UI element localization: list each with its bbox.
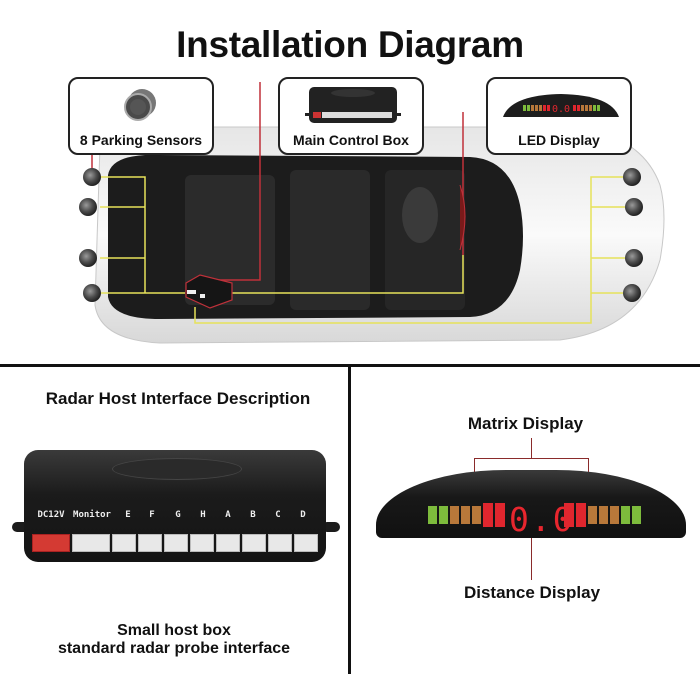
matrix-display-label: Matrix Display bbox=[467, 414, 584, 433]
mounting-ear-right bbox=[322, 522, 340, 532]
horizontal-divider bbox=[0, 364, 700, 367]
callout-parking-sensors: 8 Parking Sensors bbox=[68, 77, 214, 155]
port-g bbox=[164, 534, 188, 552]
callout-label: 8 Parking Sensors bbox=[79, 132, 203, 148]
host-box-caption-line1: Small host box bbox=[117, 622, 231, 639]
distance-value: 0.0 bbox=[509, 500, 575, 539]
matrix-leader-stem bbox=[531, 438, 532, 458]
host-box-top-vent bbox=[112, 458, 242, 480]
callout-led-display: 0.0 LED Display bbox=[486, 77, 632, 155]
port-dc12v bbox=[32, 534, 70, 552]
distance-display-label: Distance Display bbox=[463, 583, 601, 602]
matrix-leader-bar bbox=[474, 458, 589, 459]
port-label-h: H bbox=[200, 510, 206, 520]
led-left-7 bbox=[495, 503, 505, 527]
control-box-icon bbox=[305, 87, 401, 123]
display-body bbox=[376, 470, 686, 538]
led-left-2 bbox=[439, 506, 448, 524]
port-d bbox=[294, 534, 318, 552]
port-f bbox=[138, 534, 162, 552]
car-installation-diagram: 8 Parking Sensors Main Control Box 0.0 bbox=[0, 75, 700, 350]
port-c bbox=[268, 534, 292, 552]
distance-leader bbox=[531, 530, 532, 580]
port-label-dc12v: DC12V bbox=[37, 510, 65, 520]
radar-host-box: DC12V Monitor E F G H A B C D bbox=[10, 450, 340, 562]
port-label-a: A bbox=[225, 510, 231, 520]
callout-label: LED Display bbox=[518, 132, 600, 148]
port-a bbox=[216, 534, 240, 552]
led-left-1 bbox=[428, 506, 437, 524]
port-label-monitor: Monitor bbox=[73, 510, 111, 520]
port-monitor bbox=[72, 534, 110, 552]
port-label-d: D bbox=[300, 510, 306, 520]
mounting-ear-left bbox=[12, 522, 30, 532]
svg-text:0.0: 0.0 bbox=[552, 104, 570, 115]
radar-host-heading: Radar Host Interface Description bbox=[45, 389, 311, 408]
port-e bbox=[112, 534, 136, 552]
vertical-divider bbox=[348, 366, 351, 674]
port-b bbox=[242, 534, 266, 552]
host-box-caption-line2: standard radar probe interface bbox=[57, 640, 291, 657]
port-label-c: C bbox=[275, 510, 281, 520]
port-label-f: F bbox=[149, 510, 155, 520]
callout-label: Main Control Box bbox=[293, 132, 409, 148]
car-top-view-illustration bbox=[79, 82, 665, 344]
page-title: Installation Diagram bbox=[176, 24, 524, 65]
led-display-icon: 0.0 bbox=[503, 94, 619, 117]
port-label-e: E bbox=[125, 510, 131, 520]
port-label-b: B bbox=[250, 510, 256, 520]
led-right-5 bbox=[610, 506, 619, 524]
callout-main-control-box: Main Control Box bbox=[278, 77, 424, 155]
port-h bbox=[190, 534, 214, 552]
port-label-g: G bbox=[175, 510, 181, 520]
control-box-on-car bbox=[185, 274, 233, 309]
led-right-4 bbox=[599, 506, 608, 524]
led-right-3 bbox=[588, 506, 597, 524]
led-right-1 bbox=[564, 503, 574, 527]
led-right-2 bbox=[576, 503, 586, 527]
led-right-6 bbox=[621, 506, 630, 524]
led-right-7 bbox=[632, 506, 641, 524]
led-left-6 bbox=[483, 503, 493, 527]
led-left-3 bbox=[450, 506, 459, 524]
led-left-5 bbox=[472, 506, 481, 524]
parking-sensor-icon bbox=[124, 89, 156, 121]
port-labels: DC12V Monitor E F G H A B C D bbox=[34, 510, 324, 522]
led-left-4 bbox=[461, 506, 470, 524]
led-display-unit: 0.0 bbox=[376, 470, 686, 540]
